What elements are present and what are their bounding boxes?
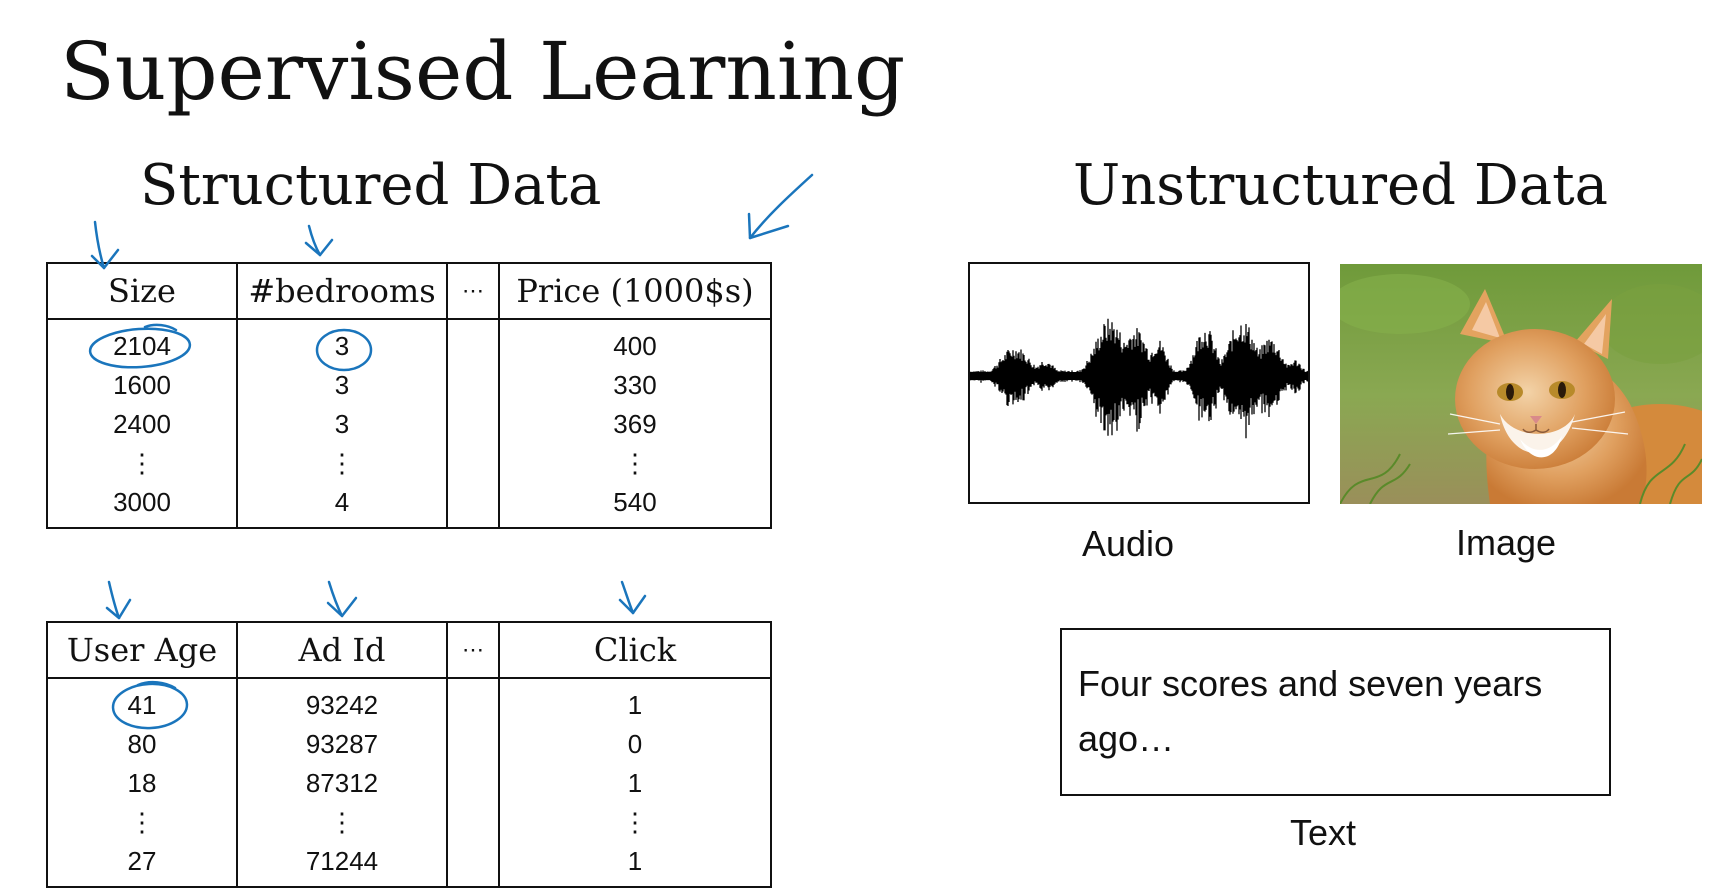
table-row: 41 93242 1	[46, 678, 772, 724]
table-row: 80 93287 0	[46, 724, 772, 763]
table-cell: 18	[46, 763, 238, 802]
table-cell: 4	[236, 482, 448, 529]
table-cell: 93287	[236, 724, 448, 763]
table-cell: ⋮	[236, 443, 448, 482]
table-cell: 3000	[46, 482, 238, 529]
ads-table: User Age Ad Id ⋯ Click 41 93242 1 80 932…	[46, 621, 772, 888]
table-cell	[446, 443, 500, 482]
table-cell: 93242	[236, 678, 448, 724]
table-cell: 2104	[46, 319, 238, 365]
down-arrow-icon	[327, 580, 344, 618]
down-arrow-icon	[326, 596, 358, 618]
audio-waveform-panel	[968, 262, 1310, 504]
table-row: 3000 4 540	[46, 482, 772, 529]
table-row: 1600 3 330	[46, 365, 772, 404]
table-cell	[446, 841, 500, 888]
table-cell	[446, 763, 500, 802]
table-row: 2400 3 369	[46, 404, 772, 443]
table-cell: 87312	[236, 763, 448, 802]
table-cell	[446, 404, 500, 443]
table-cell	[446, 482, 500, 529]
table-cell	[446, 678, 500, 724]
column-header: Ad Id	[236, 621, 448, 679]
down-arrow-icon	[107, 580, 121, 620]
table-cell: 369	[498, 404, 772, 443]
table-row: ⋮ ⋮ ⋮	[46, 443, 772, 482]
table-cell: 1600	[46, 365, 238, 404]
table-cell: 0	[498, 724, 772, 763]
column-header: #bedrooms	[236, 262, 448, 320]
diagonal-arrow-icon	[748, 173, 814, 240]
table-cell: 3	[236, 404, 448, 443]
waveform-baseline	[970, 372, 1308, 380]
table-cell: ⋮	[236, 802, 448, 841]
table-cell: 540	[498, 482, 772, 529]
table-cell: 1	[498, 678, 772, 724]
table-cell: 27	[46, 841, 238, 888]
table-cell: 3	[236, 319, 448, 365]
diagonal-arrow-icon	[747, 212, 790, 240]
down-arrow-icon	[105, 598, 132, 620]
table-cell: 41	[46, 678, 238, 724]
text-label: Text	[1290, 812, 1357, 853]
table-row: 18 87312 1	[46, 763, 772, 802]
table-cell: ⋮	[498, 802, 772, 841]
table-cell: 2400	[46, 404, 238, 443]
column-header: Price (1000$s)	[498, 262, 772, 320]
table-cell	[446, 802, 500, 841]
text-sample-box: Four scores and seven years ago…	[1060, 628, 1611, 796]
table-cell: ⋮	[46, 802, 238, 841]
table-cell: 80	[46, 724, 238, 763]
column-header: Click	[498, 621, 772, 679]
table-cell	[446, 365, 500, 404]
audio-waveform-icon	[969, 318, 1309, 439]
column-header: ⋯	[446, 621, 500, 679]
down-arrow-icon	[620, 580, 635, 615]
column-header: ⋯	[446, 262, 500, 320]
table-cell	[446, 724, 500, 763]
cat-image	[1340, 264, 1702, 504]
unstructured-data-heading: Unstructured Data	[1073, 153, 1609, 218]
table-cell: 1	[498, 841, 772, 888]
table-cell	[446, 319, 500, 365]
table-header-row: Size #bedrooms ⋯ Price (1000$s)	[46, 262, 772, 320]
table-row: ⋮ ⋮ ⋮	[46, 802, 772, 841]
table-cell: 400	[498, 319, 772, 365]
table-cell: 71244	[236, 841, 448, 888]
table-cell: ⋮	[498, 443, 772, 482]
image-label: Image	[1456, 522, 1557, 563]
down-arrow-icon	[304, 238, 334, 257]
column-header: Size	[46, 262, 238, 320]
table-cell: 1	[498, 763, 772, 802]
housing-table: Size #bedrooms ⋯ Price (1000$s) 2104 3 4…	[46, 262, 772, 529]
table-cell: 3	[236, 365, 448, 404]
table-cell: ⋮	[46, 443, 238, 482]
table-header-row: User Age Ad Id ⋯ Click	[46, 621, 772, 679]
column-header: User Age	[46, 621, 238, 679]
audio-label: Audio	[1082, 523, 1175, 564]
table-row: 27 71244 1	[46, 841, 772, 888]
down-arrow-icon	[307, 224, 322, 257]
down-arrow-icon	[618, 594, 647, 615]
slide-title: Supervised Learning	[60, 25, 906, 118]
cat-photo-icon	[1340, 264, 1702, 504]
text-sample: Four scores and seven years ago…	[1078, 663, 1543, 759]
table-cell: 330	[498, 365, 772, 404]
table-row: 2104 3 400	[46, 319, 772, 365]
structured-data-heading: Structured Data	[140, 153, 602, 218]
